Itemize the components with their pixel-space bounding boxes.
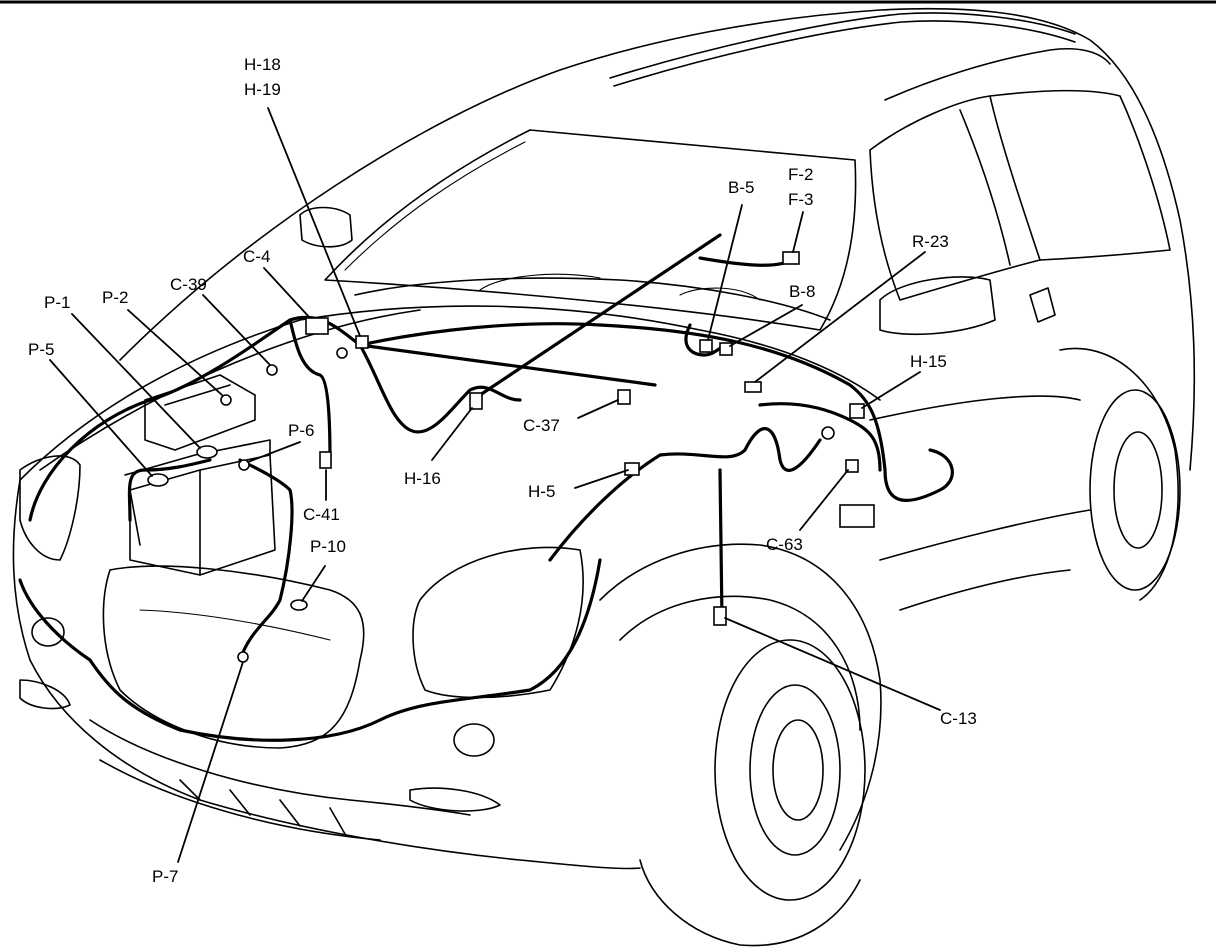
callout-p6: P-6 [288, 421, 314, 440]
callout-p1: P-1 [44, 293, 70, 312]
component-c63-module [839, 504, 875, 528]
connector-c4-block [305, 317, 329, 335]
vehicle-body-outline [12, 7, 1196, 947]
connector-p6-marker [238, 459, 250, 471]
connector-p1-marker [196, 445, 218, 459]
connector-c13-block [713, 606, 727, 626]
callout-b8: B-8 [789, 282, 815, 301]
connector-h5-block [624, 462, 640, 476]
callout-c41: C-41 [303, 505, 340, 524]
callout-c37: C-37 [523, 416, 560, 435]
connector-p10-marker [290, 599, 308, 611]
callout-p2: P-2 [102, 288, 128, 307]
callout-h15: H-15 [910, 352, 947, 371]
connector-f2-block [782, 251, 800, 265]
connector-b8-block [719, 342, 733, 356]
connector-p2-marker [220, 394, 232, 406]
connector-c37-block [617, 389, 631, 405]
wiring-harness [18, 233, 954, 742]
callout-c63: C-63 [766, 535, 803, 554]
callout-c39: C-39 [170, 275, 207, 294]
connector-h15-block [849, 403, 865, 419]
callout-p5: P-5 [28, 340, 54, 359]
connector-p7-marker [237, 651, 249, 663]
connector-h15-ring [821, 426, 835, 440]
callout-h18-line1: H-18 [244, 55, 281, 74]
callout-f2-line1: F-2 [788, 165, 814, 184]
connector-c63-block [845, 459, 859, 473]
callout-b5: B-5 [728, 178, 754, 197]
connector-p5-marker [147, 473, 169, 487]
callout-f3-line2: F-3 [788, 190, 814, 209]
callout-h19-line2: H-19 [244, 80, 281, 99]
connector-h18-ring [336, 347, 348, 359]
connector-h18-block [355, 335, 369, 349]
callout-p7: P-7 [152, 867, 178, 886]
connector-h16-block [469, 392, 483, 410]
connector-c39-marker [266, 364, 278, 376]
connector-r23-block [744, 381, 762, 393]
callout-h5: H-5 [528, 482, 555, 501]
connector-c41-block [319, 451, 332, 469]
callout-h16: H-16 [404, 469, 441, 488]
callout-leaders [49, 107, 941, 863]
callout-c13: C-13 [940, 709, 977, 728]
callout-r23: R-23 [912, 232, 949, 251]
connector-b5-block [699, 339, 713, 353]
engine-bay-components [124, 374, 276, 576]
connectors [147, 251, 875, 663]
callout-p10: P-10 [310, 537, 346, 556]
callout-labels: H-18 H-19 B-5 F-2 F-3 R-23 C-4 C-39 P-1 … [28, 55, 977, 886]
callout-c4: C-4 [243, 247, 270, 266]
